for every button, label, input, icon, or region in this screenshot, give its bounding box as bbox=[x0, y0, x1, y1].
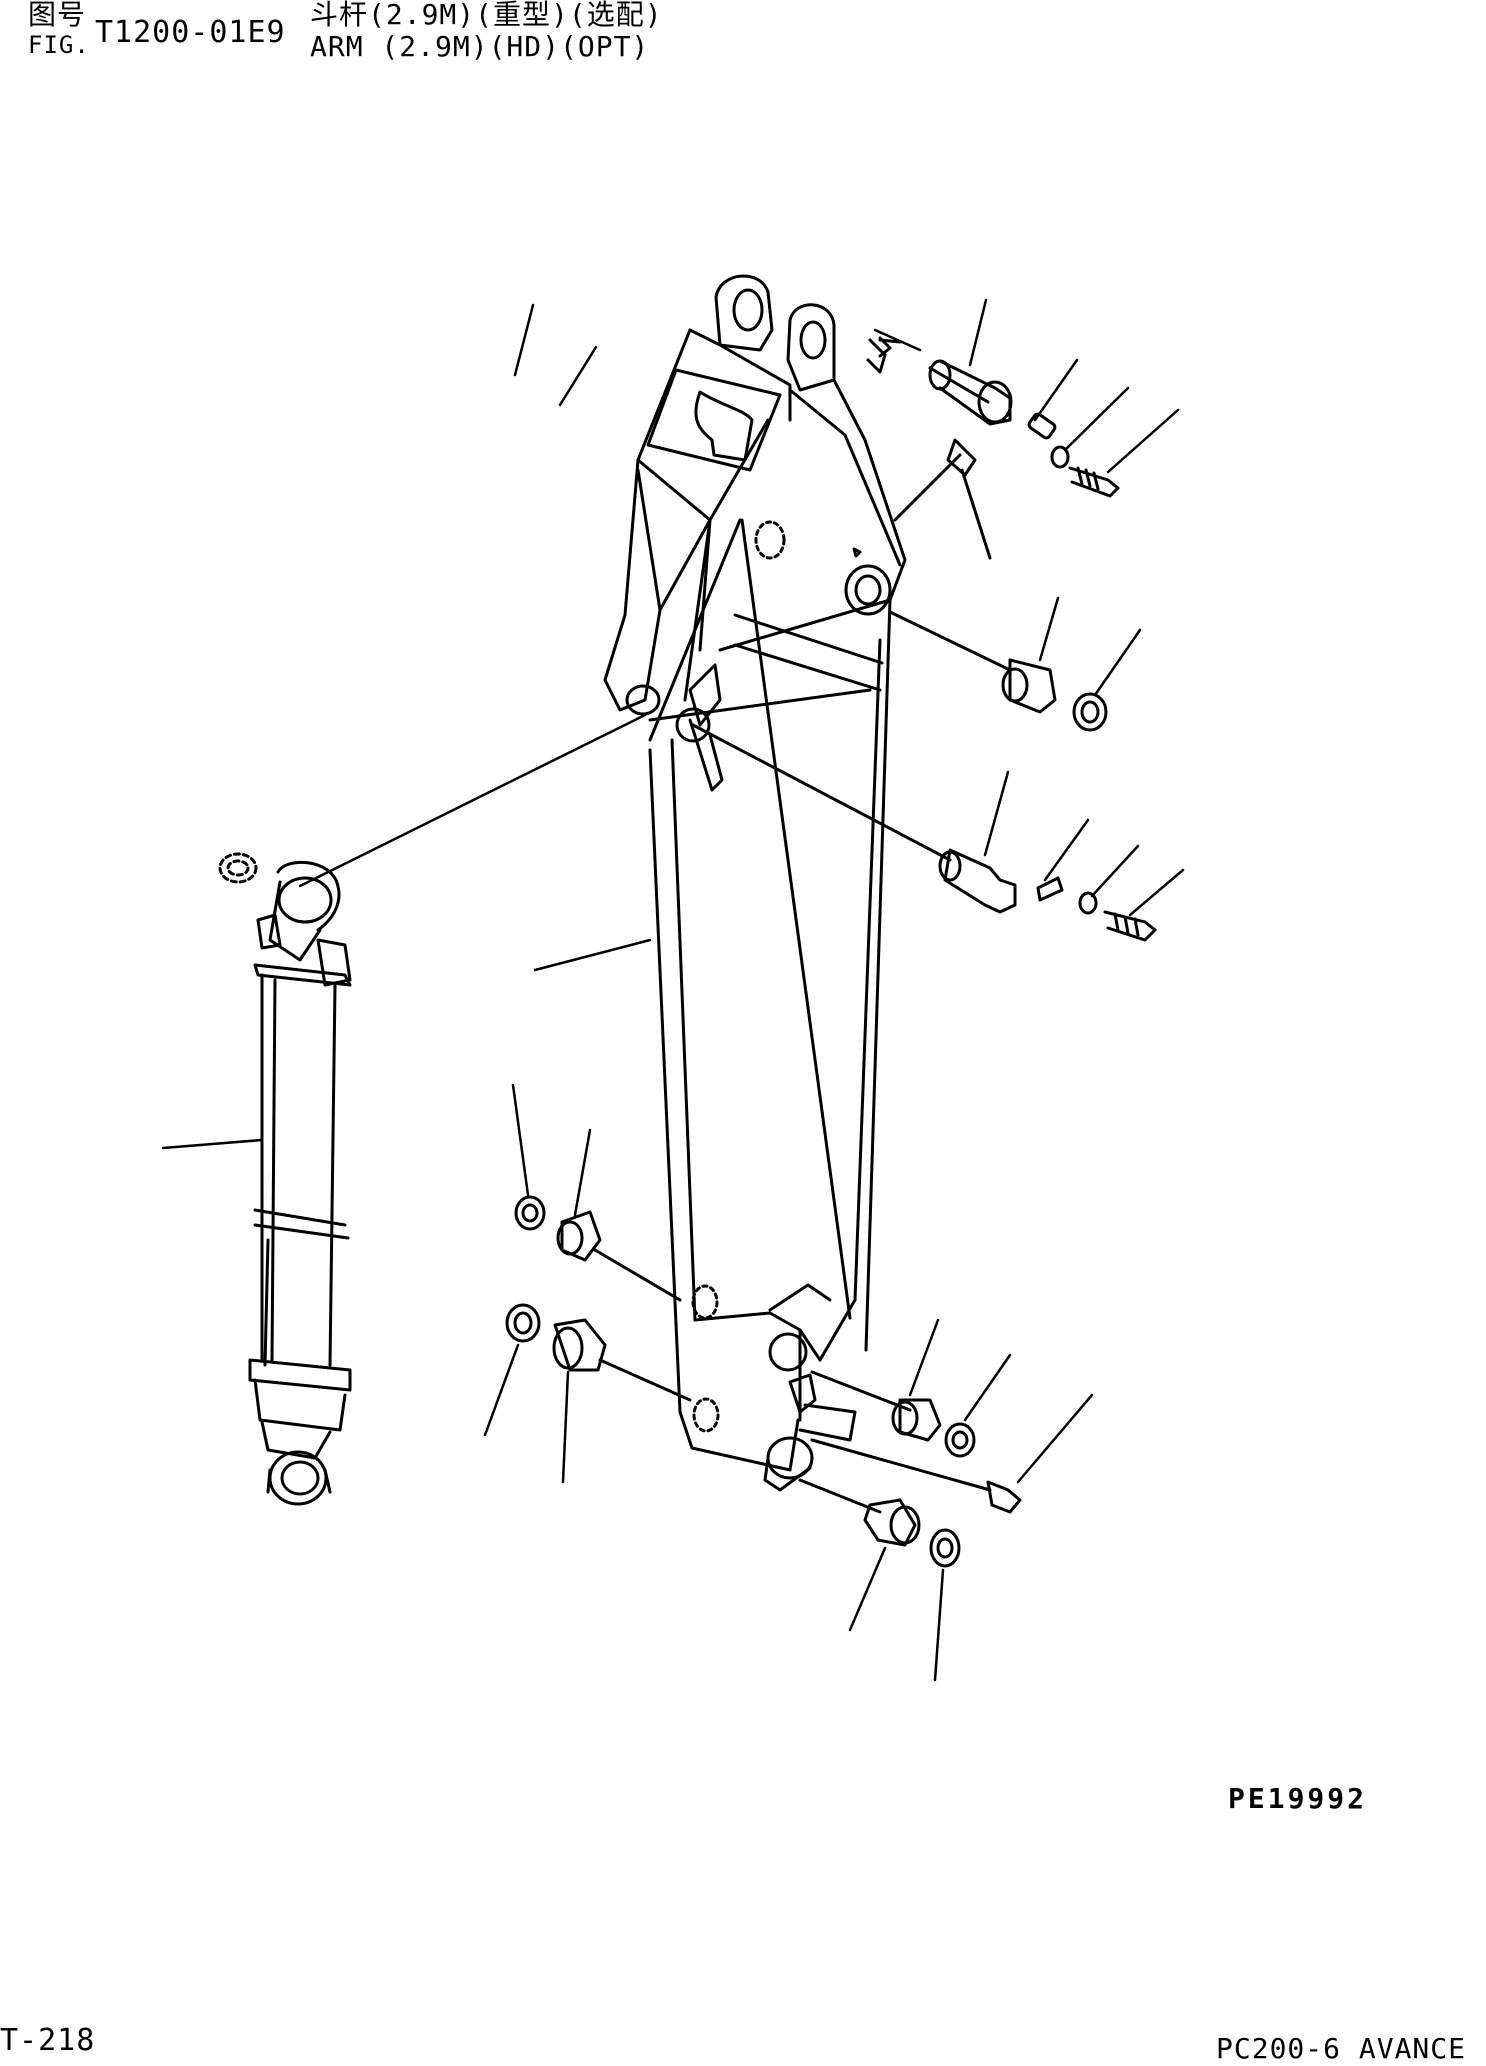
leader-lines bbox=[163, 300, 1183, 1680]
drawing-code: PE19992 bbox=[1228, 1782, 1368, 1815]
model-name: PC200-6 AVANCE bbox=[1216, 2032, 1467, 2065]
page-number: T-218 bbox=[0, 2023, 96, 2058]
title-cn: 斗杆(2.9M)(重型)(选配) bbox=[310, 0, 663, 31]
fig-number: T1200-01E9 bbox=[95, 15, 286, 50]
upper-right-bushing bbox=[846, 566, 1106, 730]
lower-pin-assembly bbox=[507, 1197, 1020, 1566]
fig-label-en: FIG. bbox=[28, 31, 90, 59]
middle-pin-assembly bbox=[693, 725, 1155, 940]
top-pin-assembly bbox=[868, 338, 1118, 558]
arm-cylinder bbox=[220, 854, 350, 1504]
title-en: ARM (2.9M)(HD)(OPT) bbox=[310, 30, 650, 63]
fig-label-cn: 图号 bbox=[28, 0, 87, 31]
arm-body bbox=[605, 276, 905, 1490]
